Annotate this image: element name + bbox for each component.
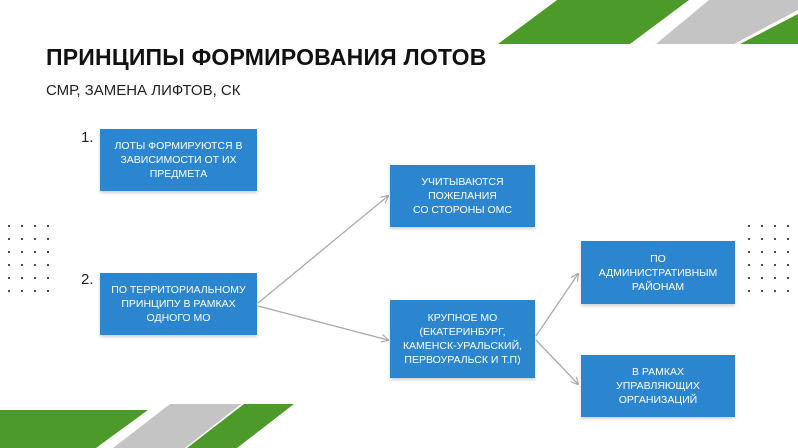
decorative-dot	[748, 277, 750, 279]
decorative-dot	[8, 225, 10, 227]
admin-districts-box: ПО АДМИНИСТРАТИВНЫМ РАЙОНАМ	[581, 241, 735, 304]
decorative-dot	[34, 238, 36, 240]
bottom-grey-stripe	[113, 404, 241, 448]
decorative-dot	[761, 225, 763, 227]
step-2-number: 2.	[81, 271, 94, 288]
decorative-dot	[21, 225, 23, 227]
oms-wishes-box: УЧИТЫВАЮТСЯ ПОЖЕЛАНИЯ СО СТОРОНЫ ОМС	[390, 165, 535, 227]
decorative-dot	[761, 251, 763, 253]
step-2-box: ПО ТЕРРИТОРИАЛЬНОМУ ПРИНЦИПУ В РАМКАХ ОД…	[100, 273, 257, 335]
decorative-dot	[34, 225, 36, 227]
arrow-to-oms	[257, 196, 388, 304]
decorative-dot	[47, 290, 49, 292]
decorative-dot	[47, 251, 49, 253]
decorative-dot	[748, 251, 750, 253]
slide-title: ПРИНЦИПЫ ФОРМИРОВАНИЯ ЛОТОВ	[46, 44, 487, 70]
decorative-dot	[774, 225, 776, 227]
decorative-dot	[761, 277, 763, 279]
decorative-dot	[8, 251, 10, 253]
decorative-dot	[774, 277, 776, 279]
decorative-dot	[787, 277, 789, 279]
decorative-dot	[21, 277, 23, 279]
decorative-dot	[47, 238, 49, 240]
decorative-dot	[761, 238, 763, 240]
decorative-dot	[21, 251, 23, 253]
bottom-green-stripe-left	[0, 410, 148, 448]
decorative-dot	[8, 277, 10, 279]
decorative-dot	[787, 238, 789, 240]
decorative-dot	[748, 290, 750, 292]
decorative-dot	[34, 264, 36, 266]
decorative-dot	[8, 264, 10, 266]
top-green-stripe	[498, 0, 689, 44]
decorative-dot	[774, 238, 776, 240]
decorative-dot	[21, 290, 23, 292]
step-1-number: 1.	[81, 129, 94, 146]
decorative-dot	[34, 277, 36, 279]
arrow-to-admin-districts	[535, 274, 578, 337]
decorative-dot	[8, 238, 10, 240]
decorative-dot	[748, 238, 750, 240]
decorative-dot	[761, 290, 763, 292]
step-1-box: ЛОТЫ ФОРМИРУЮТСЯ В ЗАВИСИМОСТИ ОТ ИХ ПРЕ…	[100, 129, 257, 191]
decorative-dot	[748, 225, 750, 227]
decorative-dot	[47, 277, 49, 279]
top-green-stripe-right	[740, 14, 798, 44]
decorative-dot	[787, 251, 789, 253]
decorative-dot	[34, 251, 36, 253]
decorative-dot	[8, 290, 10, 292]
decorative-dot	[787, 225, 789, 227]
bottom-green-stripe-right	[187, 404, 294, 448]
decorative-dot	[47, 225, 49, 227]
decorative-dot	[787, 290, 789, 292]
decorative-dot	[787, 264, 789, 266]
management-orgs-box: В РАМКАХ УПРАВЛЯЮЩИХ ОРГАНИЗАЦИЙ	[581, 355, 735, 417]
decorative-dot	[21, 264, 23, 266]
arrow-to-management-orgs	[535, 339, 578, 384]
decorative-dot	[47, 264, 49, 266]
large-mo-box: КРУПНОЕ МО (ЕКАТЕРИНБУРГ, КАМЕНСК-УРАЛЬС…	[390, 300, 535, 378]
decorative-dot	[34, 290, 36, 292]
slide-subtitle: СМР, ЗАМЕНА ЛИФТОВ, СК	[46, 82, 241, 99]
decorative-dot	[774, 264, 776, 266]
decorative-dot	[774, 251, 776, 253]
arrow-to-large-mo	[257, 305, 388, 340]
decorative-dot	[761, 264, 763, 266]
decorative-dot	[774, 290, 776, 292]
decorative-dot	[748, 264, 750, 266]
decorative-dot	[21, 238, 23, 240]
top-grey-stripe	[656, 0, 798, 44]
